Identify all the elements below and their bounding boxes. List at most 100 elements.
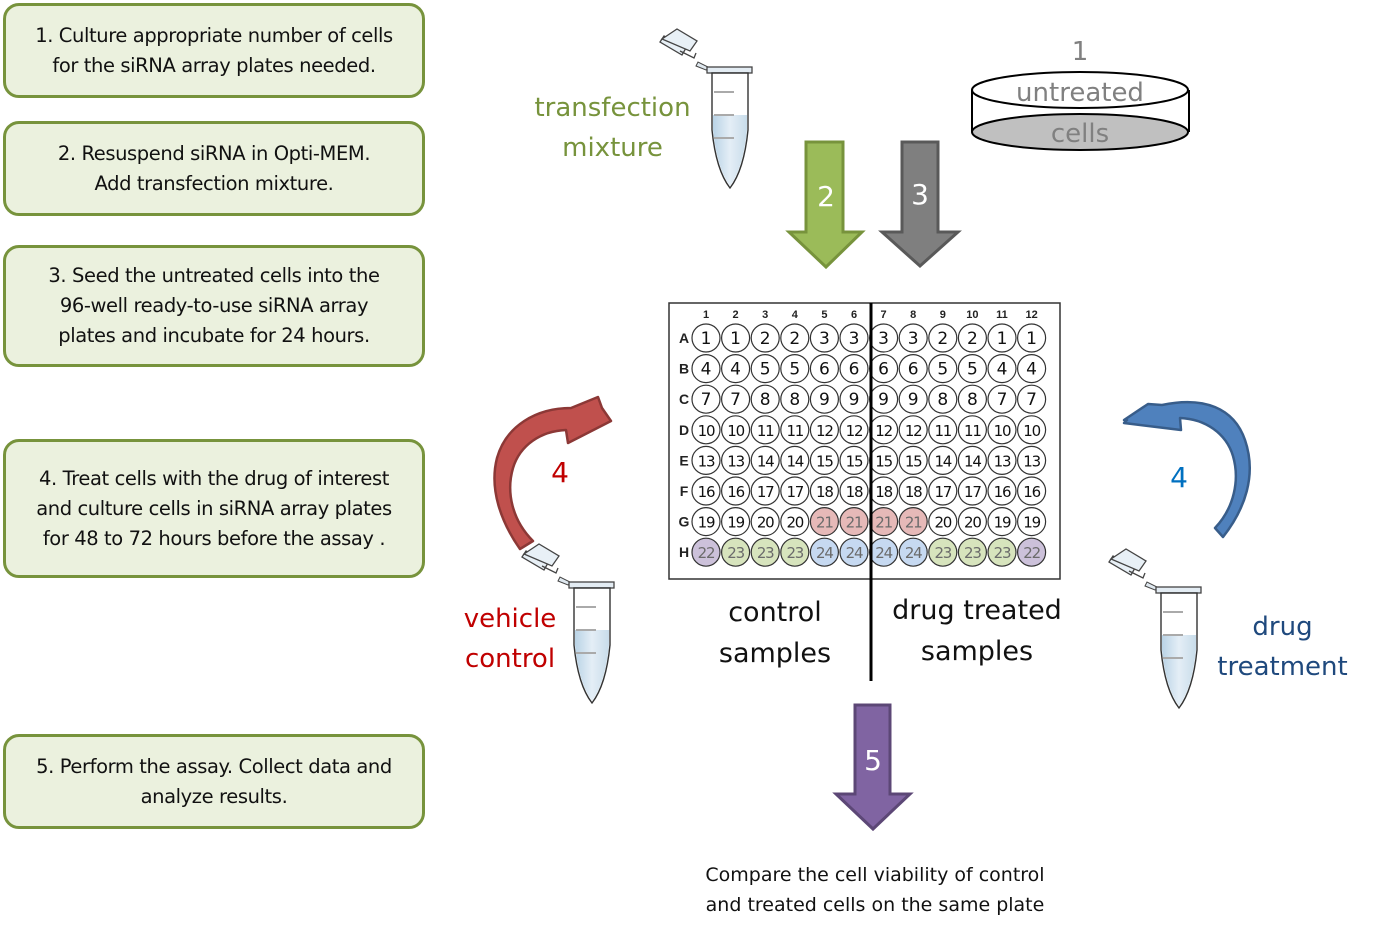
drug-treated-samples-label: drug treated samples <box>892 595 1062 667</box>
plate-well <box>691 384 721 414</box>
step-2-arrow-icon <box>785 140 866 270</box>
plate-well <box>957 354 988 384</box>
plate-well <box>750 506 780 537</box>
plate-well-label: 2 <box>789 329 800 349</box>
plate-well <box>987 415 1017 445</box>
plate-well-label: 8 <box>789 390 800 410</box>
plate-well <box>691 506 721 537</box>
plate-well-label: 24 <box>905 544 922 562</box>
plate-column-label: 11 <box>996 309 1008 321</box>
step-2-arrow-label: 2 <box>817 180 835 213</box>
plate-well <box>1016 476 1047 506</box>
plate-well <box>957 537 988 567</box>
plate-well-label: 10 <box>698 422 715 440</box>
plate-well-label: 4 <box>730 360 741 380</box>
plate-well <box>1016 384 1047 414</box>
plate-well-label: 1 <box>730 329 741 349</box>
plate-well <box>839 384 869 414</box>
plate-well-label: 16 <box>994 483 1011 501</box>
plate-well <box>928 476 958 506</box>
plate-well <box>809 384 840 414</box>
plate-well-label: 5 <box>760 360 771 380</box>
plate-row-label: D <box>679 422 689 438</box>
plate-well <box>957 476 988 506</box>
plate-well-label: 11 <box>934 422 951 440</box>
plate-well <box>957 384 988 414</box>
plate-well-label: 20 <box>934 514 951 532</box>
step-4-text: 4. Treat cells with the drug of interest… <box>36 466 392 550</box>
step-5-arrow-label: 5 <box>864 744 882 777</box>
vehicle-curved-arrow-shape <box>493 395 613 551</box>
plate-well <box>780 354 810 384</box>
untreated-label: untreated <box>1016 78 1144 108</box>
plate-well-label: 23 <box>757 544 774 562</box>
plate-well <box>691 354 721 384</box>
plate-well-label: 12 <box>875 422 892 440</box>
plate-well-label: 16 <box>698 483 715 501</box>
plate-well <box>720 354 751 384</box>
plate-well-label: 14 <box>934 452 951 470</box>
step-3-arrow-label: 3 <box>911 178 929 211</box>
plate-well-label: 22 <box>698 544 715 562</box>
plate-well-label: 23 <box>934 544 951 562</box>
plate-well <box>691 445 721 475</box>
plate-well-label: 21 <box>875 514 892 532</box>
plate-well-label: 5 <box>937 360 948 380</box>
plate-well-label: 4 <box>701 360 712 380</box>
plate-well-label: 3 <box>908 329 919 349</box>
plate-well <box>750 476 780 506</box>
step-4-right-label: 4 <box>1170 461 1188 494</box>
plate-well <box>691 537 721 567</box>
plate-well-label: 7 <box>730 390 741 410</box>
step-1-text: 1. Culture appropriate number of cells f… <box>35 23 393 77</box>
plate-well-label: 11 <box>757 422 774 440</box>
plate-well-label: 13 <box>1023 452 1040 470</box>
plate-well-label: 23 <box>964 544 981 562</box>
plate-well-label: 12 <box>846 422 863 440</box>
plate-well-label: 3 <box>819 329 830 349</box>
plate-well <box>750 537 780 567</box>
plate-well <box>898 506 928 537</box>
plate-well <box>720 323 751 353</box>
plate-well <box>987 384 1017 414</box>
drug-curved-arrow-icon <box>1122 400 1251 539</box>
plate-well-label: 13 <box>698 452 715 470</box>
plate-well-label: 13 <box>727 452 744 470</box>
plate-well-label: 9 <box>849 390 860 410</box>
plate-column-label: 9 <box>940 309 946 321</box>
plate-well-label: 17 <box>786 483 803 501</box>
plate-well <box>839 323 869 353</box>
plate-well <box>928 415 958 445</box>
plate-well-label: 23 <box>994 544 1011 562</box>
plate-column-label: 2 <box>733 309 739 321</box>
plate-well <box>809 354 840 384</box>
step-5-text: 5. Perform the assay. Collect data and a… <box>36 754 392 808</box>
plate-well-label: 14 <box>964 452 981 470</box>
plate-column-label: 4 <box>792 309 799 321</box>
plate-well <box>839 476 869 506</box>
control-samples-label: control samples <box>718 597 832 669</box>
plate-well-label: 18 <box>875 483 892 501</box>
plate-well <box>809 415 840 445</box>
plate-well <box>750 323 780 353</box>
plate-well-label: 10 <box>727 422 744 440</box>
untreated-number: 1 <box>1071 37 1089 67</box>
plate-well-label: 15 <box>905 452 922 470</box>
plate-well <box>987 323 1017 353</box>
plate-well <box>1016 354 1047 384</box>
plate-well-label: 18 <box>816 483 833 501</box>
plate-row-label: G <box>679 514 690 530</box>
plate-well <box>780 537 810 567</box>
plate-well <box>780 476 810 506</box>
plate-column-label: 1 <box>703 309 709 321</box>
plate-well-label: 18 <box>846 483 863 501</box>
plate-well-label: 3 <box>878 329 889 349</box>
plate-well <box>691 476 721 506</box>
plate-well-label: 11 <box>786 422 803 440</box>
compare-caption: Compare the cell viability of control an… <box>705 864 1045 916</box>
plate-well-label: 15 <box>846 452 863 470</box>
plate-well <box>750 415 780 445</box>
plate-well <box>898 415 928 445</box>
plate-well-label: 8 <box>937 390 948 410</box>
plate-well-label: 21 <box>846 514 863 532</box>
